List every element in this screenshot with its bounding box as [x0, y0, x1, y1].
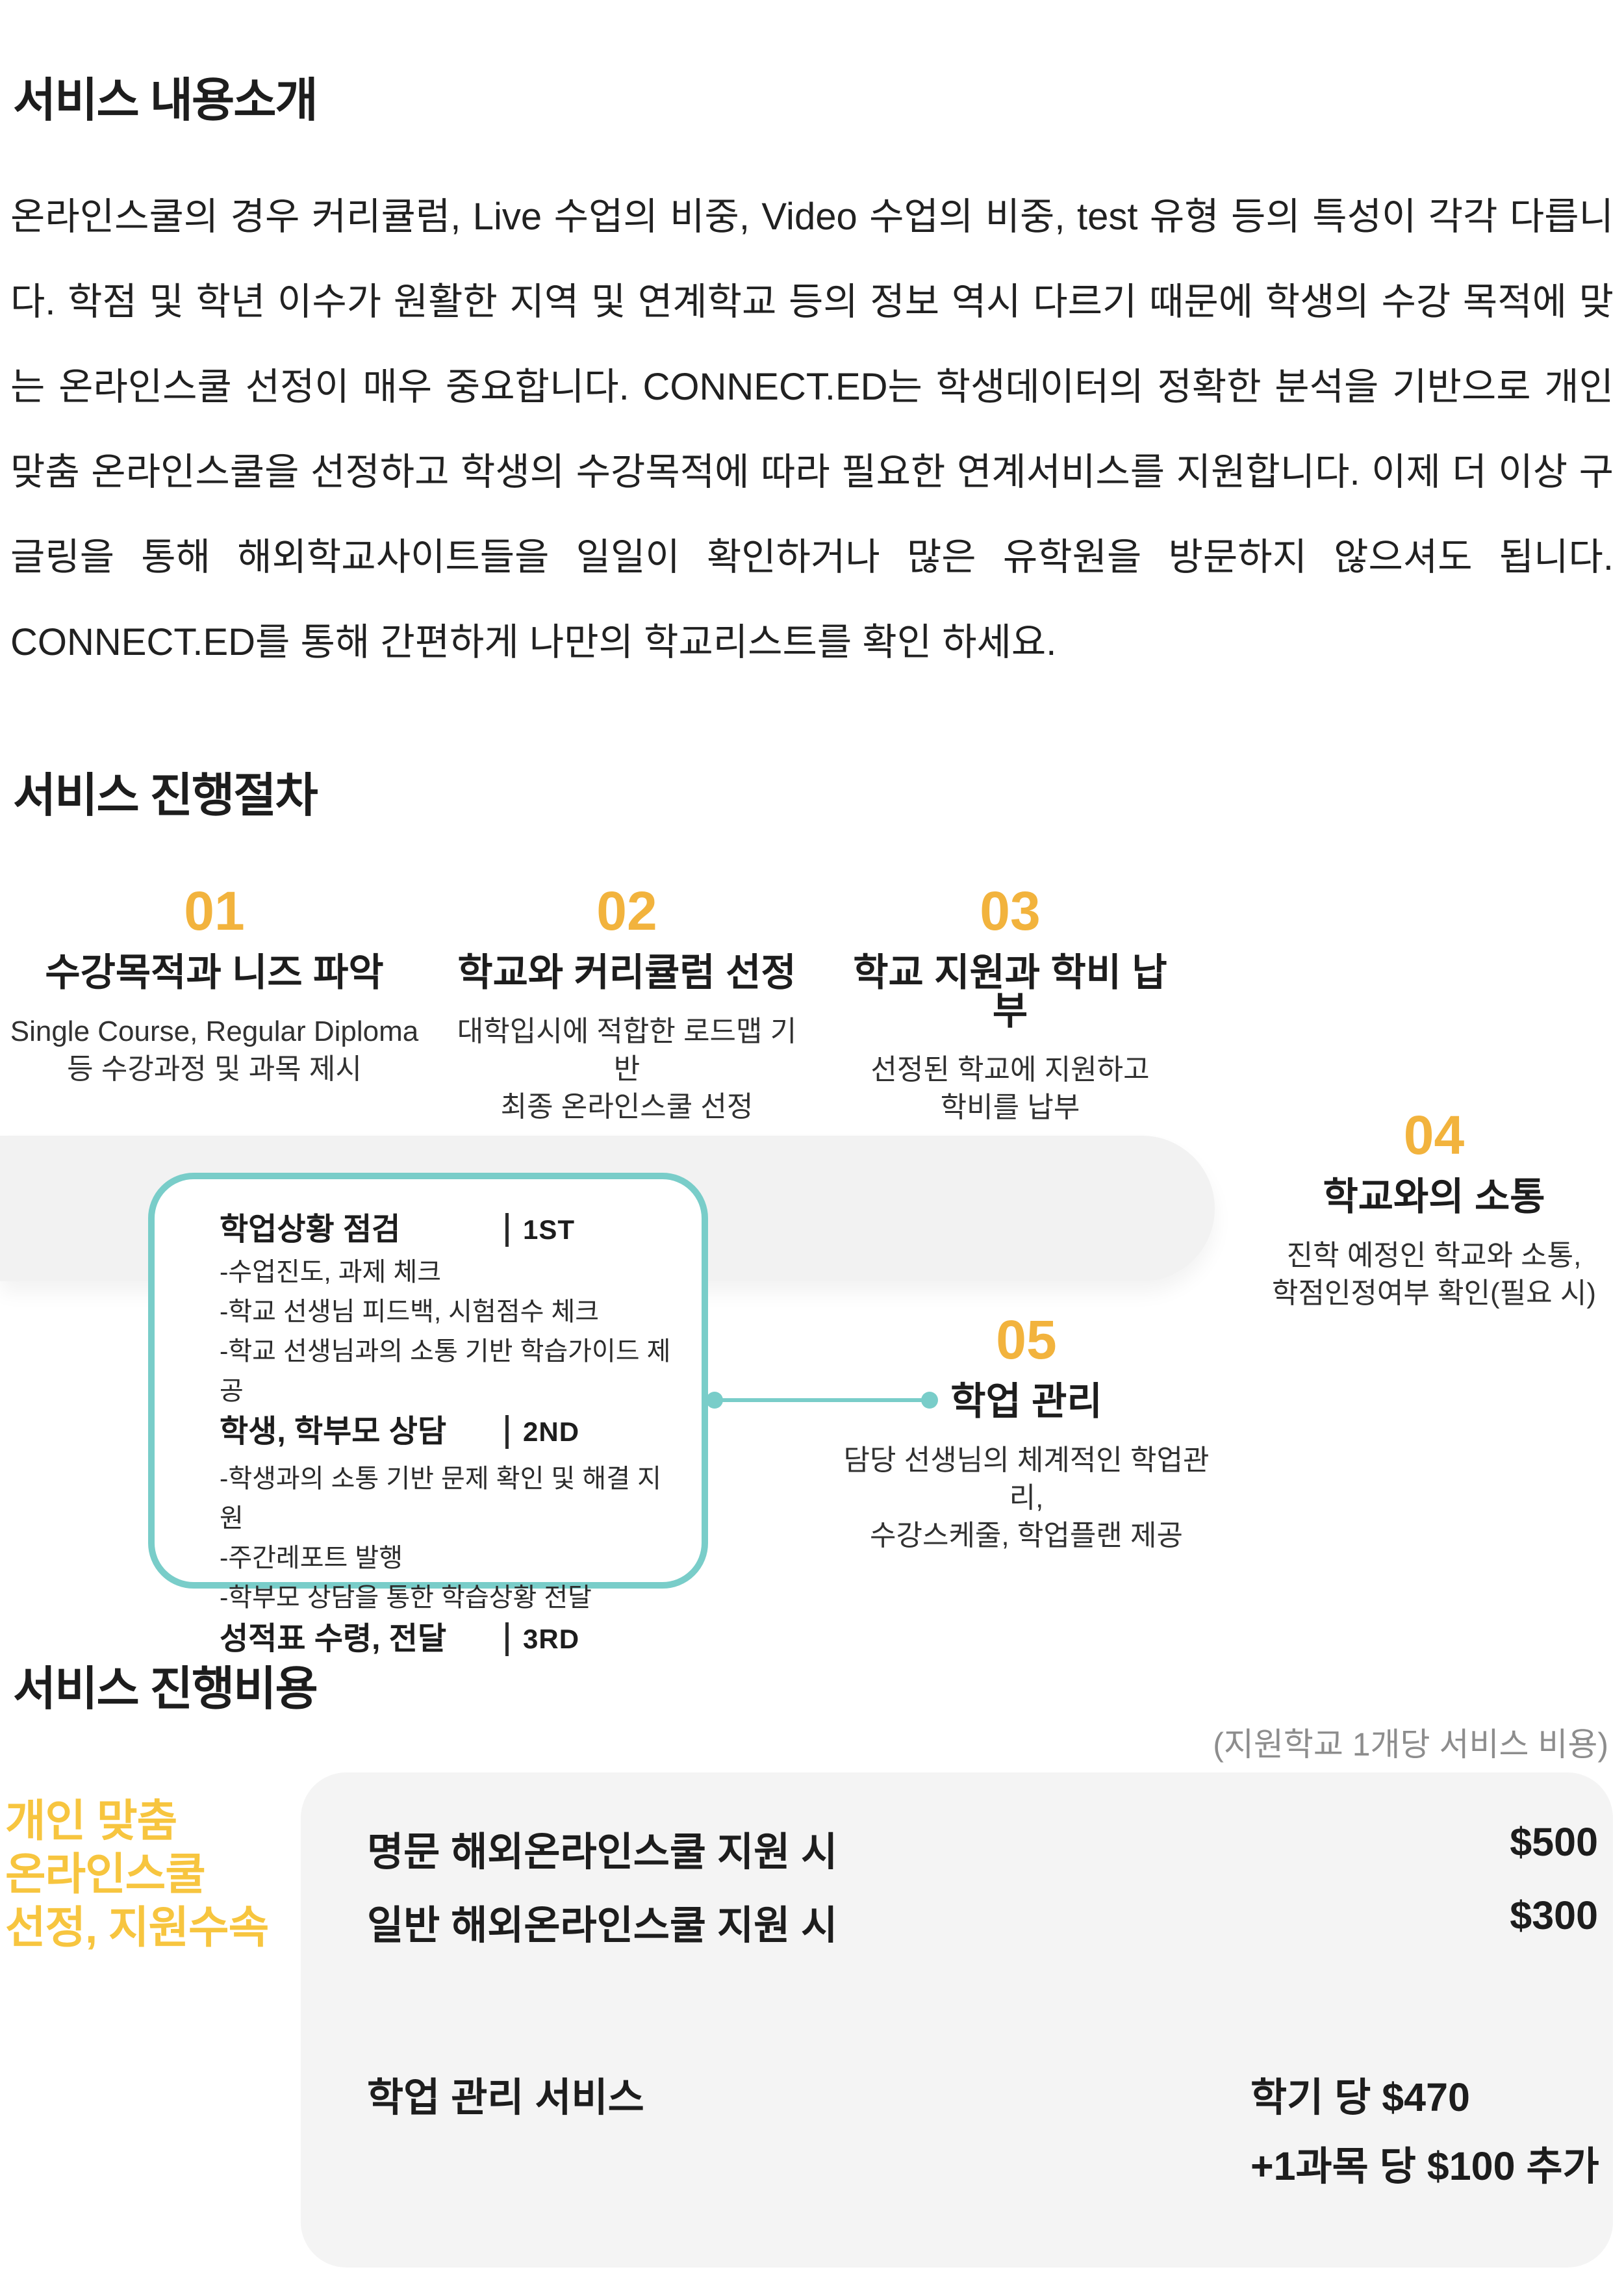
step-title: 학업 관리 [950, 1380, 1102, 1423]
check-section-ordinal: 3RD [523, 1624, 580, 1654]
step-number: 02 [596, 880, 657, 941]
process-step-3: 03 학교 지원과 학비 납부 선정된 학교에 지원하고 학비를 납부 [838, 884, 1182, 1127]
check-section-title: 성적표 수령, 전달 [220, 1622, 447, 1656]
pricing-title: 서비스 진행비용 [13, 1663, 318, 1715]
connector-line [715, 1398, 929, 1402]
separator-bar [505, 1213, 509, 1247]
check-section-title: 학업상황 점검 [220, 1212, 401, 1247]
check-section-title: 학생, 학부모 상담 [220, 1414, 447, 1449]
connector-dot-icon [921, 1392, 938, 1409]
step-description: 진학 예정인 학교와 소통, 학점인정여부 확인(필요 시) [1271, 1240, 1597, 1309]
process-step-4: 04 학교와의 소통 진학 예정인 학교와 소통, 학점인정여부 확인(필요 시… [1250, 1108, 1618, 1312]
connector-dot-icon [706, 1392, 723, 1409]
check-item: -학생과의 소통 기반 문제 확인 및 해결 지원 [220, 1464, 661, 1533]
check-item: -수업진도, 과제 체크 [220, 1258, 442, 1286]
pricing-service-price-1: 학기 당 $470 [1250, 2075, 1470, 2119]
check-item: -학교 선생님과의 소통 기반 학습가이드 제공 [220, 1337, 671, 1405]
process-step-2: 02 학교와 커리큘럼 선정 대학입시에 적합한 로드맵 기반 최종 온라인스쿨… [448, 884, 806, 1126]
pricing-service-label: 학업 관리 서비스 [367, 2075, 644, 2119]
intro-title: 서비스 내용소개 [13, 75, 318, 127]
separator-bar [505, 1622, 509, 1656]
step-description: Single Course, Regular Diploma 등 수강과정 및 … [10, 1016, 419, 1085]
pricing-row-price: $300 [1510, 1893, 1598, 1937]
step-description: 선정된 학교에 지원하고 학비를 납부 [870, 1054, 1150, 1123]
check-section-2-items: -학생과의 소통 기반 문제 확인 및 해결 지원 -주간레포트 발행 -학부모… [220, 1459, 676, 1618]
step-number: 03 [980, 880, 1041, 941]
check-section-3-head: 성적표 수령, 전달 3RD [220, 1622, 676, 1656]
check-item: -학교 선생님 피드백, 시험점수 체크 [220, 1297, 600, 1326]
process-step-1: 01 수강목적과 니즈 파악 Single Course, Regular Di… [6, 884, 422, 1088]
process-title: 서비스 진행절차 [13, 770, 318, 822]
step-description: 대학입시에 적합한 로드맵 기반 최종 온라인스쿨 선정 [457, 1016, 797, 1123]
step-title: 수강목적과 니즈 파악 [45, 951, 384, 994]
pricing-note: (지원학교 1개당 서비스 비용) [1213, 1726, 1608, 1763]
pricing-row-label: 일반 해외온라인스쿨 지원 시 [367, 1903, 838, 1947]
separator-bar [505, 1415, 509, 1449]
step-number: 01 [184, 880, 245, 941]
step-number: 05 [996, 1309, 1057, 1370]
academic-check-box: 학업상황 점검 1ST -수업진도, 과제 체크 -학교 선생님 피드백, 시험… [148, 1173, 708, 1656]
pricing-side-label: 개인 맞춤 온라인스쿨 선정, 지원수속 [5, 1796, 269, 1952]
check-section-1-items: -수업진도, 과제 체크 -학교 선생님 피드백, 시험점수 체크 -학교 선생… [220, 1253, 676, 1411]
step-description: 담당 선생님의 체계적인 학업관리, 수강스케줄, 학업플랜 제공 [843, 1444, 1210, 1552]
pricing-row-label: 명문 해외온라인스쿨 지원 시 [367, 1830, 838, 1874]
step-title: 학교와의 소통 [1323, 1175, 1545, 1218]
check-item: -학부모 상담을 통한 학습상황 전달 [220, 1583, 592, 1612]
check-section-1-head: 학업상황 점검 1ST [220, 1213, 676, 1247]
pricing-service-price-2: +1과목 당 $100 추가 [1250, 2144, 1599, 2188]
check-section-ordinal: 2ND [523, 1416, 580, 1447]
step-number: 04 [1403, 1105, 1465, 1166]
check-section-2-head: 학생, 학부모 상담 2ND [220, 1415, 676, 1449]
check-section-ordinal: 1ST [523, 1214, 576, 1245]
step-title: 학교 지원과 학비 납부 [853, 951, 1167, 1032]
pricing-box [301, 1772, 1613, 2268]
process-step-5: 05 학업 관리 담당 선생님의 체계적인 학업관리, 수강스케줄, 학업플랜 … [841, 1312, 1212, 1555]
intro-paragraph: 온라인스쿨의 경우 커리큘럼, Live 수업의 비중, Video 수업의 비… [10, 196, 1614, 663]
check-item: -주간레포트 발행 [220, 1544, 403, 1572]
step-title: 학교와 커리큘럼 선정 [457, 951, 796, 994]
pricing-row-price: $500 [1510, 1820, 1598, 1864]
